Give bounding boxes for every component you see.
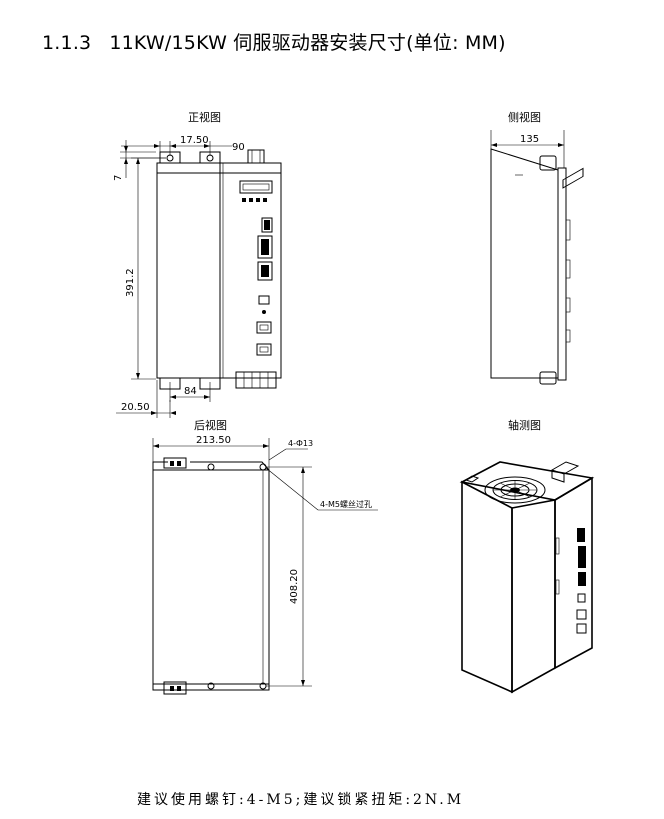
front-view: 正视图: [113, 110, 282, 418]
front-rj45-port-2: [256, 343, 272, 356]
iso-connector-1: [577, 528, 585, 542]
front-top-fan-connector: [247, 149, 265, 164]
iso-top-face: [459, 461, 595, 501]
side-view-label: 侧视图: [508, 110, 541, 124]
front-display-panel: [239, 180, 273, 194]
back-top-hole-left: [207, 463, 215, 471]
back-top-connector: [163, 457, 187, 469]
side-fan-connector: [539, 155, 557, 171]
back-top-hole-right: [259, 463, 267, 471]
front-led: [262, 310, 266, 314]
back-view: 后视图 213.50 4-Ф13 408.20: [152, 418, 378, 695]
iso-connector-3: [578, 572, 586, 586]
back-view-label: 后视图: [194, 418, 227, 432]
front-bottom-terminal-block: [235, 371, 277, 389]
side-front-panel: [557, 167, 567, 381]
footnote-recommendation: 建议使用螺钉:4-M5;建议锁紧扭矩:2N.M: [137, 792, 465, 808]
back-dim-height: 408.20: [289, 569, 300, 604]
side-view: 侧视图 135: [490, 110, 571, 385]
front-connector-cn2: [257, 235, 273, 259]
back-bottom-hole-left: [207, 682, 215, 690]
iso-front-panel-face: [554, 476, 593, 670]
iso-left-face: [461, 480, 513, 694]
front-dim-hole-spacing: 90: [232, 142, 245, 153]
section-heading: 1.1.3 11KW/15KW 伺服驱动器安装尺寸(单位: MM): [42, 28, 506, 55]
back-body-outline: [152, 469, 270, 685]
front-view-label: 正视图: [188, 110, 221, 124]
iso-view-label: 轴测图: [508, 418, 541, 432]
front-dim-offset: 17.50: [180, 135, 209, 146]
iso-rj45-port-2: [576, 623, 587, 634]
front-connector-usb: [258, 295, 270, 305]
front-dim-height: 391.2: [125, 268, 136, 297]
iso-connector-2: [578, 546, 586, 568]
side-dim-depth: 135: [520, 134, 539, 145]
front-body-outline: [156, 162, 282, 379]
side-body-outline: [490, 148, 559, 379]
iso-fan-ring: [484, 476, 546, 504]
front-key-2: [249, 198, 253, 202]
front-key-1: [242, 198, 246, 202]
section-title: 11KW/15KW 伺服驱动器安装尺寸(单位: MM): [109, 32, 506, 54]
front-rj45-port-1: [256, 321, 272, 334]
back-dim-holes: 4-Ф13: [288, 439, 313, 448]
back-dim-width: 213.50: [196, 435, 231, 446]
iso-usb-port: [577, 593, 586, 603]
back-bottom-connector: [163, 681, 187, 695]
front-key-4: [263, 198, 267, 202]
iso-view: 轴测图: [459, 167, 595, 694]
side-bottom-connector: [539, 371, 557, 385]
iso-display-panel: [562, 167, 584, 189]
iso-rj45-port-1: [576, 609, 587, 620]
front-connector-cn3: [257, 261, 273, 281]
front-dim-top: 7: [113, 175, 124, 181]
front-dim-bottom-spacing: 84: [184, 386, 197, 397]
front-key-3: [256, 198, 260, 202]
iso-top-connector: [550, 461, 580, 475]
front-connector-cn1: [261, 217, 273, 233]
front-dim-bottom-offset: 20.50: [121, 402, 150, 413]
iso-heatsink-face: [511, 499, 556, 694]
section-number: 1.1.3: [42, 32, 92, 54]
back-callout-screw-holes: 4-M5螺丝过孔: [320, 499, 372, 509]
